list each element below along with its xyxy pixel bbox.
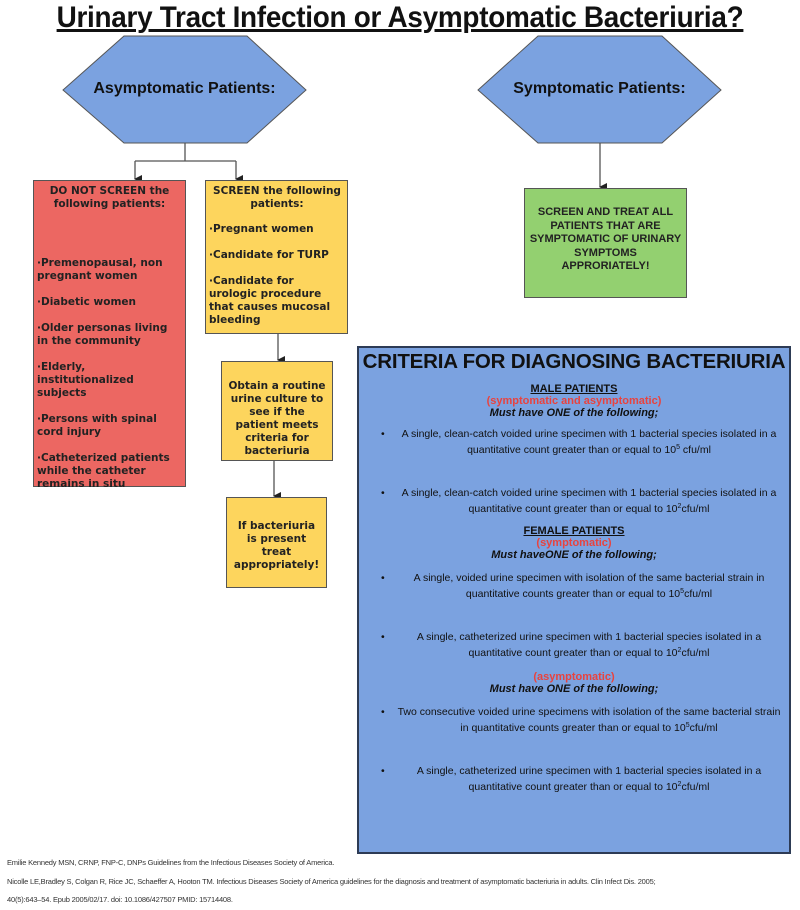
criteria-box: CRITERIA FOR DIAGNOSING BACTERIURIA MALE… <box>357 346 791 854</box>
screen-item: ·Candidate for TURP <box>209 249 329 261</box>
criteria-item: • A single, clean-catch voided urine spe… <box>381 487 777 515</box>
female-asymptomatic-must: Must have ONE of the following; <box>489 683 659 695</box>
female-heading: FEMALE PATIENTS <box>523 525 625 537</box>
screen-item: ·Candidate for urologic procedure that c… <box>209 275 331 326</box>
criteria-item: • A single, clean-catch voided urine spe… <box>381 428 777 456</box>
obtain-culture-text: Obtain a routine urine culture to see if… <box>228 380 326 457</box>
female-asymptomatic-label: (asymptomatic) <box>533 671 615 683</box>
do-not-screen-item: ·Premenopausal, non pregnant women <box>37 257 163 282</box>
bullet-icon: • <box>381 428 385 440</box>
bullet-icon: • <box>381 631 385 643</box>
do-not-screen-item: ·Elderly, institutionalized subjects <box>37 361 134 399</box>
do-not-screen-heading: DO NOT SCREEN the following patients: <box>49 185 170 210</box>
bullet-icon: • <box>381 765 385 777</box>
page-title: Urinary Tract Infection or Asymptomatic … <box>56 1 744 34</box>
obtain-culture-box: Obtain a routine urine culture to see if… <box>221 361 333 461</box>
screen-and-treat-text: SCREEN AND TREAT ALL PATIENTS THAT ARE S… <box>529 206 682 272</box>
criteria-item: • Two consecutive voided urine specimens… <box>381 706 781 734</box>
do-not-screen-item: ·Older personas living in the community <box>37 322 168 347</box>
asymptomatic-label: Asymptomatic Patients: <box>93 80 276 97</box>
symptomatic-hexagon <box>477 35 722 144</box>
do-not-screen-item: ·Persons with spinal cord injury <box>37 413 157 438</box>
do-not-screen-box: DO NOT SCREEN the following patients: ·P… <box>33 180 186 490</box>
male-subheading: (symptomatic and asymptomatic) <box>486 395 662 407</box>
bullet-icon: • <box>381 487 385 499</box>
bullet-icon: • <box>381 572 385 584</box>
if-present-text: If bacteriuria is present treat appropri… <box>233 520 320 571</box>
screen-and-treat-box: SCREEN AND TREAT ALL PATIENTS THAT ARE S… <box>524 188 687 298</box>
male-must: Must have ONE of the following; <box>489 407 659 419</box>
criteria-item: • A single, catheterized urine specimen … <box>381 765 762 793</box>
if-present-box: If bacteriuria is present treat appropri… <box>226 497 327 588</box>
footer-author: Emilie Kennedy MSN, CRNP, FNP-C, DNPs Gu… <box>7 858 335 867</box>
criteria-item: • A single, voided urine specimen with i… <box>381 572 765 600</box>
criteria-title: CRITERIA FOR DIAGNOSING BACTERIURIA <box>362 350 786 373</box>
screen-heading: SCREEN the following patients: <box>213 185 341 210</box>
screen-box: SCREEN the following patients: ·Pregnant… <box>205 180 348 334</box>
do-not-screen-item: ·Catheterized patients while the cathete… <box>37 452 170 490</box>
female-symptomatic-must: Must haveONE of the following; <box>491 549 657 561</box>
asymptomatic-hexagon <box>62 35 307 144</box>
male-heading: MALE PATIENTS <box>530 383 618 395</box>
do-not-screen-item: ·Diabetic women <box>37 296 136 308</box>
symptomatic-label: Symptomatic Patients: <box>513 80 686 97</box>
bullet-icon: • <box>381 706 385 718</box>
footer-citation-line1: Nicolle LE,Bradley S, Colgan R, Rice JC,… <box>7 877 656 886</box>
footer-citation-line2: 40(5):643–54. Epub 2005/02/17. doi: 10.1… <box>7 895 233 904</box>
female-symptomatic-label: (symptomatic) <box>536 537 612 549</box>
connector-asym-split <box>135 143 236 162</box>
screen-item: ·Pregnant women <box>209 223 314 235</box>
criteria-item: • A single, catheterized urine specimen … <box>381 631 762 659</box>
